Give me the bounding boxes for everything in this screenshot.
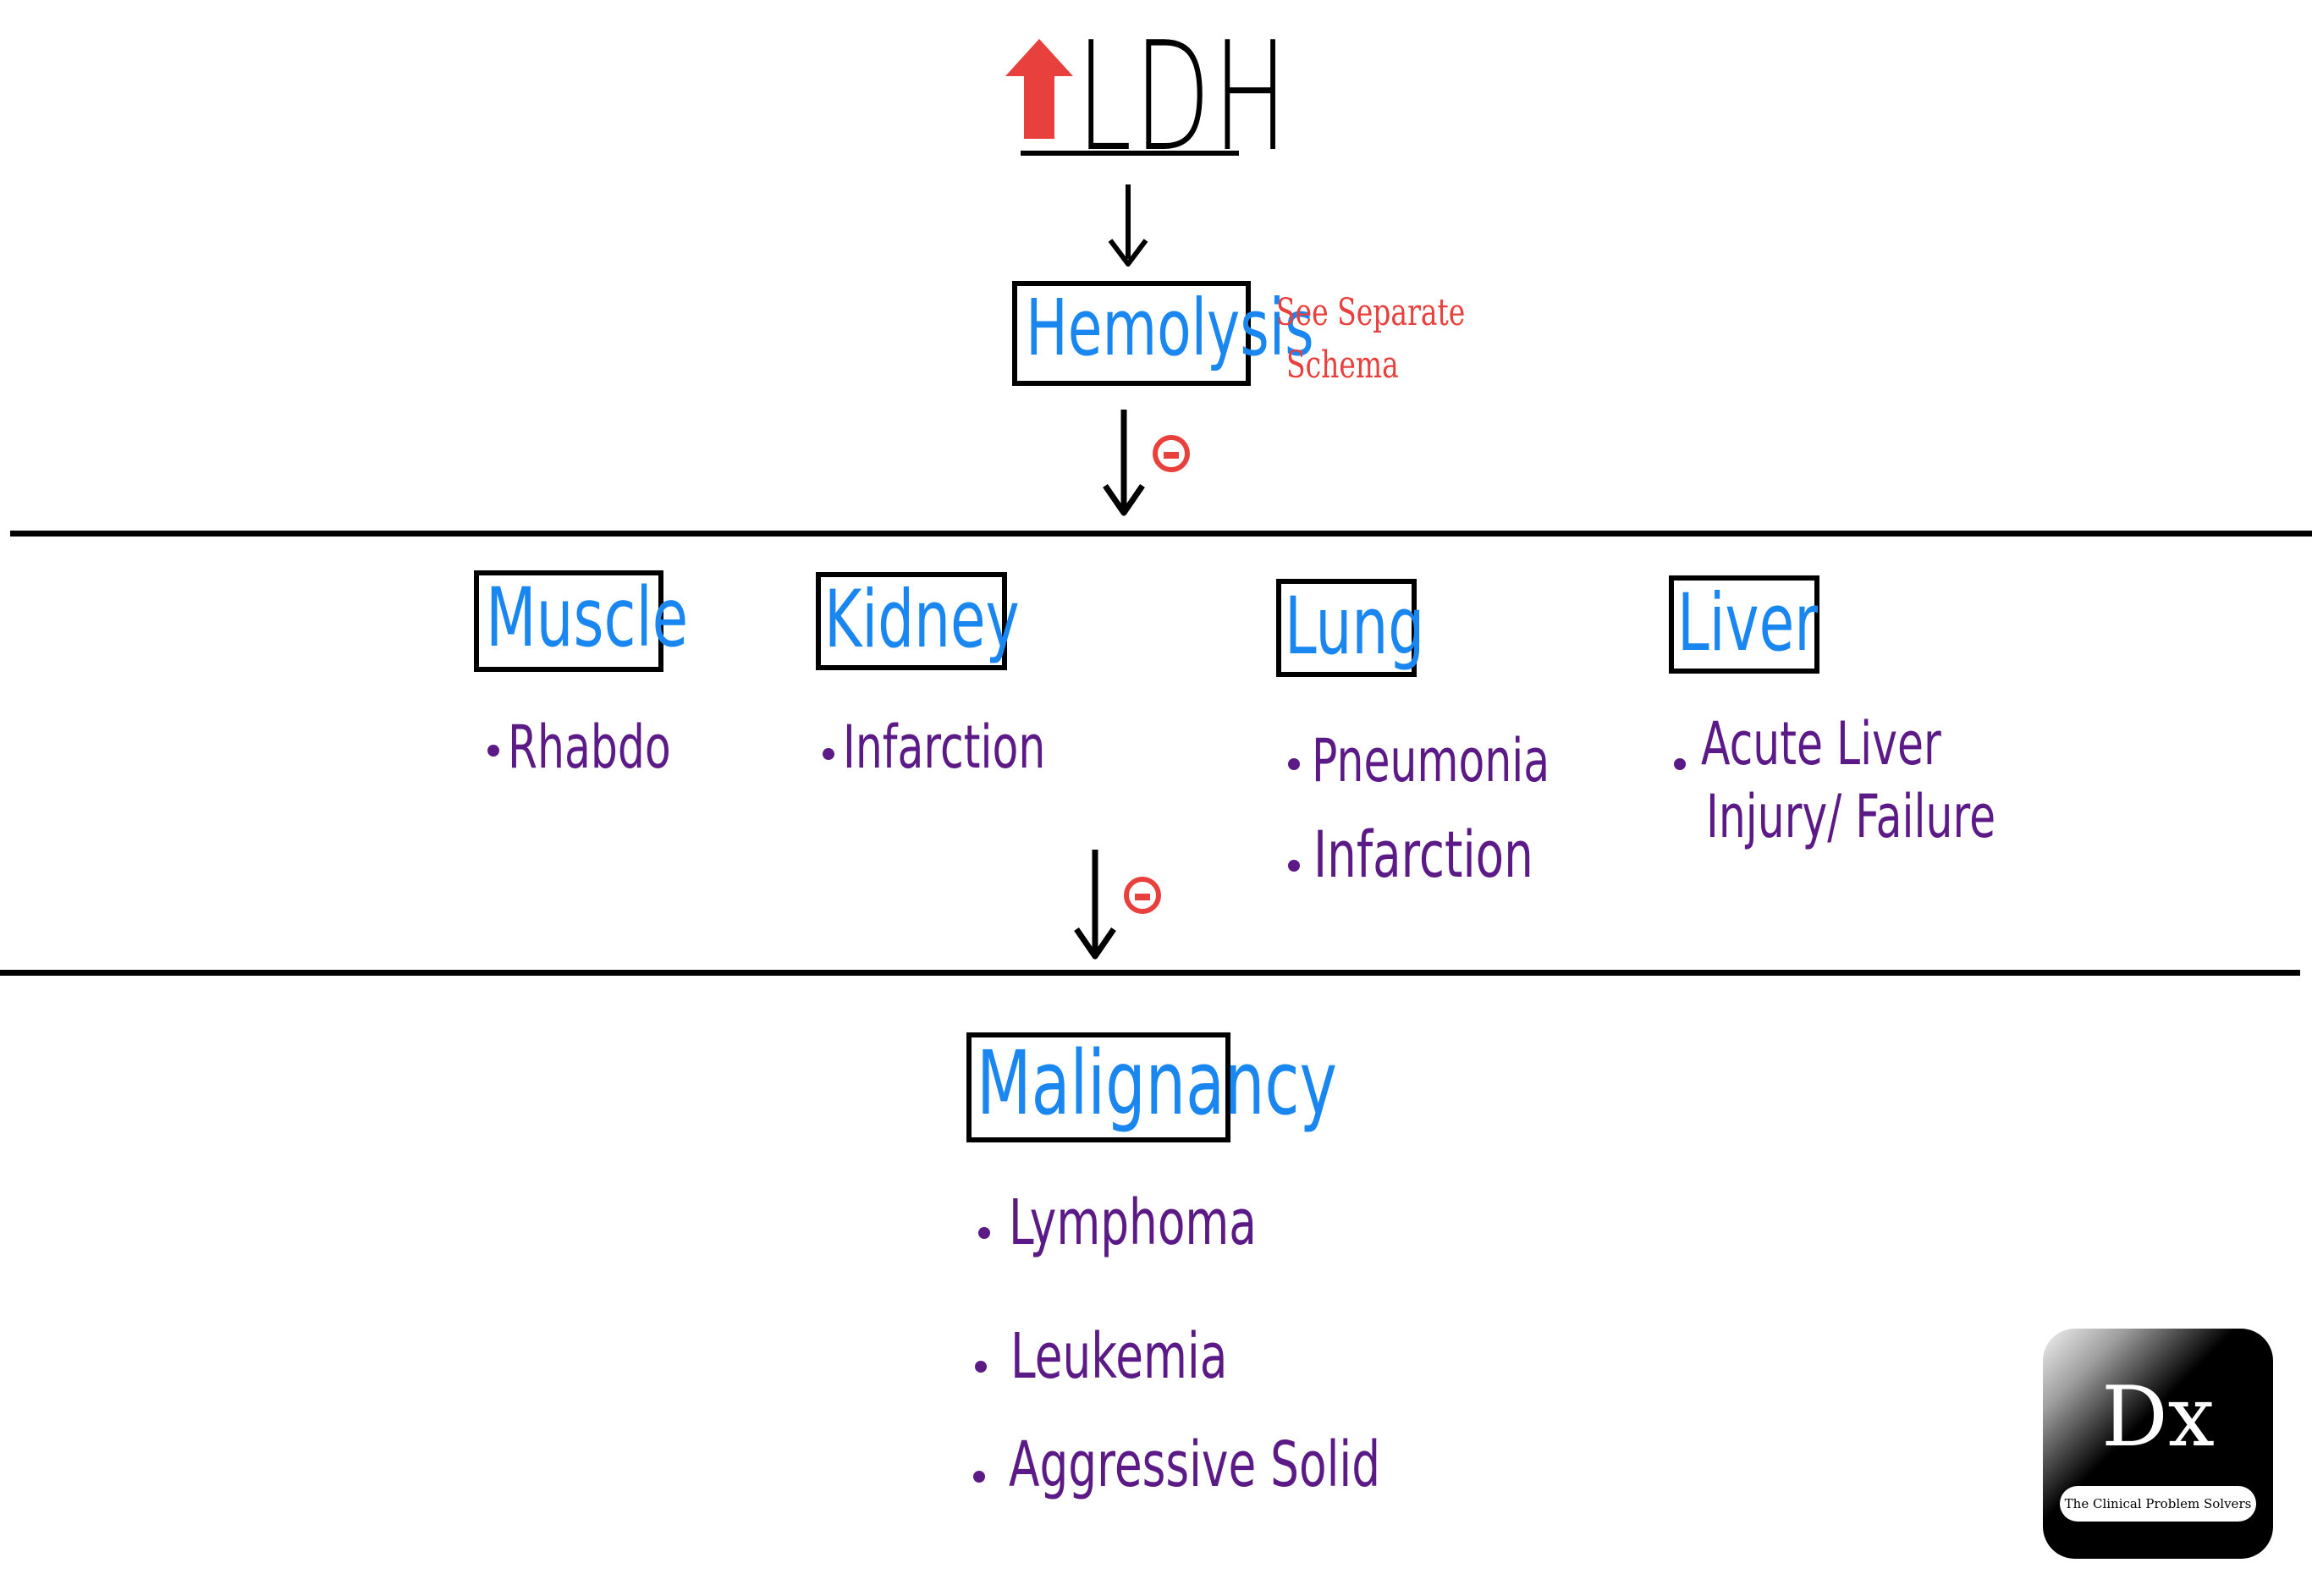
divider-line [10,531,2312,537]
organ-box-liver [1669,575,1819,674]
minus-circle-icon [1124,877,1161,914]
organ-label-muscle: Muscle [486,570,689,665]
down-arrow-icon [1103,410,1145,516]
bullet-dot [1674,758,1686,770]
muscle-item-rhabdo: Rhabdo [508,713,671,782]
liver-item-line1: Acute Liver [1701,709,1941,779]
bullet-dot [975,1361,987,1373]
malignancy-item-aggressive-solid: Aggressive Solid [1009,1428,1381,1501]
bullet-dot [823,748,834,760]
minus-circle-icon [1153,435,1190,472]
hemolysis-box [1012,281,1251,386]
organ-label-lung: Lung [1285,581,1425,673]
down-arrow-icon [1108,184,1148,267]
hemolysis-label: Hemolysis [1026,283,1314,373]
kidney-item-infarction: Infarction [843,713,1046,782]
bullet-dot [973,1471,985,1483]
divider-line [0,970,2300,976]
organ-label-kidney: Kidney [824,574,1020,666]
diagram-title: LDH [1076,9,1291,184]
down-arrow-icon [1074,850,1116,960]
bullet-dot [978,1227,990,1239]
clinical-problem-solvers-logo: Dx The Clinical Problem Solvers [2043,1329,2273,1559]
organ-box-lung [1276,579,1417,677]
lung-item-pneumonia: Pneumonia [1312,726,1550,795]
lung-item-infarction: Infarction [1313,817,1533,892]
bullet-dot [1288,758,1300,770]
organ-box-kidney [816,572,1007,670]
malignancy-box [966,1032,1230,1142]
title-underline [1021,151,1239,156]
malignancy-label: Malignancy [977,1032,1337,1135]
liver-item-line2: Injury/ Failure [1706,782,1996,851]
malignancy-item-leukemia: Leukemia [1010,1320,1228,1393]
hemolysis-note-line2: Schema [1286,344,1399,387]
organ-box-muscle [474,570,663,672]
malignancy-item-lymphoma: Lymphoma [1009,1186,1257,1259]
hemolysis-note-line1: See Separate [1276,291,1466,334]
organ-label-liver: Liver [1677,577,1819,669]
bullet-dot [1288,860,1300,872]
logo-mark: Dx [2101,1369,2215,1466]
logo-text: The Clinical Problem Solvers [2060,1486,2256,1522]
bullet-dot [487,745,499,757]
up-arrow-icon [1005,39,1073,139]
